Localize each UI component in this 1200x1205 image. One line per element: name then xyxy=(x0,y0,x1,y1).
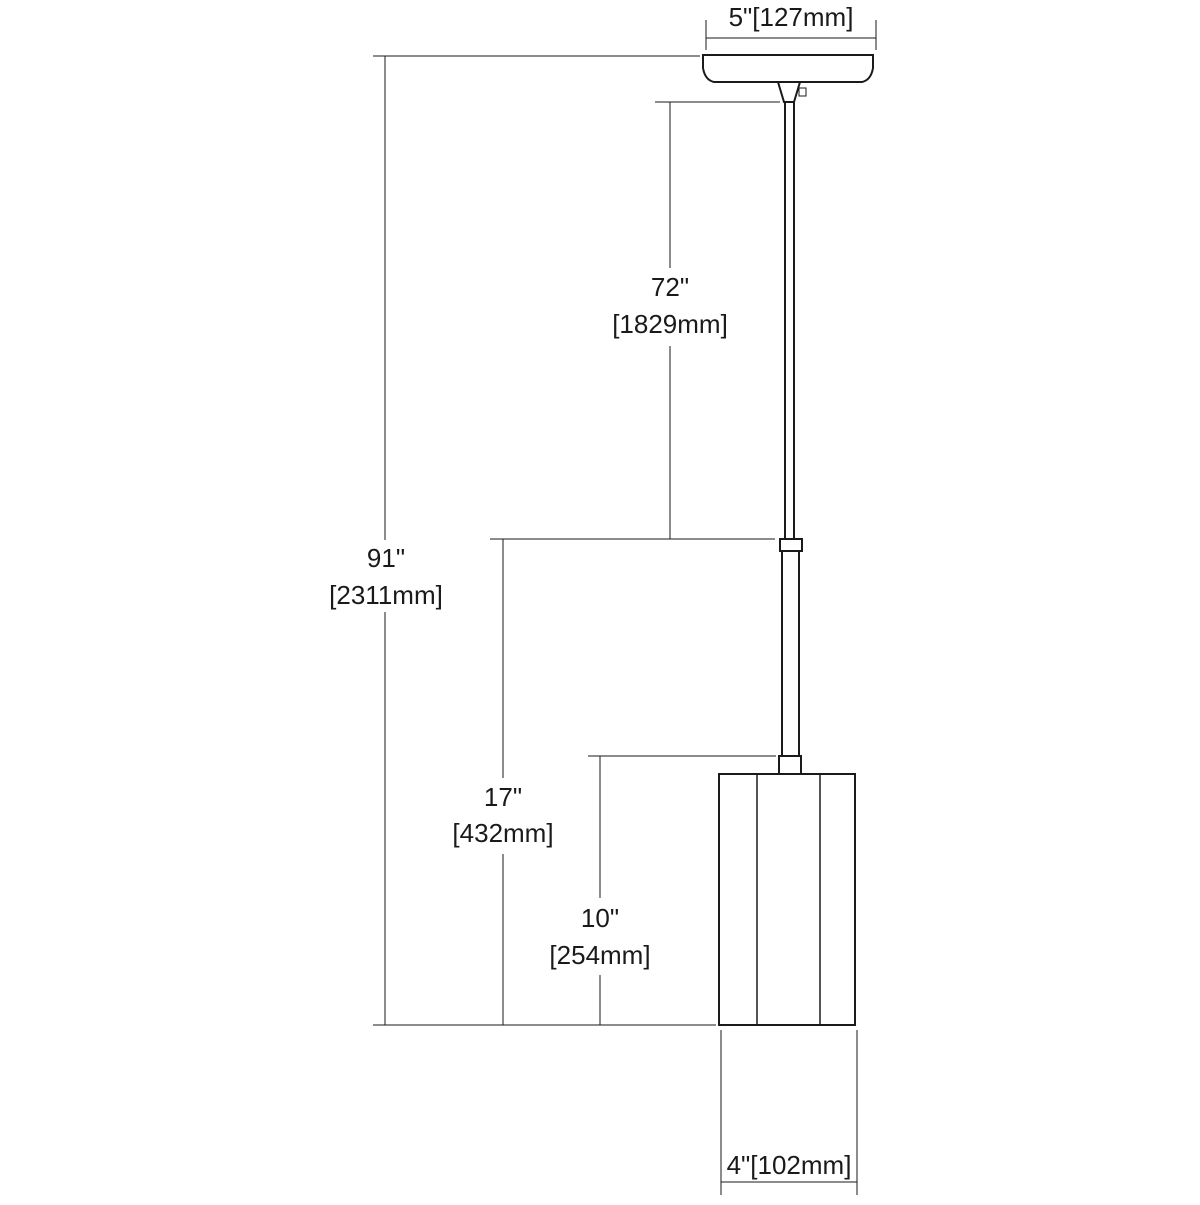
shade-height-label-in: 10" xyxy=(581,903,619,933)
rod-coupler xyxy=(779,538,803,552)
set-screw xyxy=(798,87,807,97)
overall-height-label-in: 91" xyxy=(367,543,405,573)
shade-width-label: 4"[102mm] xyxy=(727,1150,852,1180)
fixture-height-dimension: 17" [432mm] xyxy=(452,539,554,1025)
rod-length-label-mm: [1829mm] xyxy=(612,309,728,339)
shade-height-dimension: 10" [254mm] xyxy=(549,755,776,1025)
shade xyxy=(718,773,856,1026)
canopy-neck xyxy=(776,81,802,103)
canopy-width-label: 5"[127mm] xyxy=(729,2,854,32)
canopy-width-dimension: 5"[127mm] xyxy=(705,2,877,50)
fixture-drawing xyxy=(702,54,874,1026)
shade-width-dimension: 4"[102mm] xyxy=(720,1030,858,1195)
fixture-height-label-in: 17" xyxy=(484,782,522,812)
rod-length-dimension: 72" [1829mm] xyxy=(490,101,780,540)
lower-rod xyxy=(781,550,800,757)
overall-height-dimension: 91" [2311mm] xyxy=(329,55,716,1026)
ceiling-canopy xyxy=(702,54,874,83)
shade-height-label-mm: [254mm] xyxy=(549,940,650,970)
overall-height-label-mm: [2311mm] xyxy=(329,580,443,610)
fixture-height-label-mm: [432mm] xyxy=(452,818,553,848)
upper-rod xyxy=(784,101,795,540)
rod-length-label-in: 72" xyxy=(651,272,689,302)
socket-cap xyxy=(778,755,802,775)
